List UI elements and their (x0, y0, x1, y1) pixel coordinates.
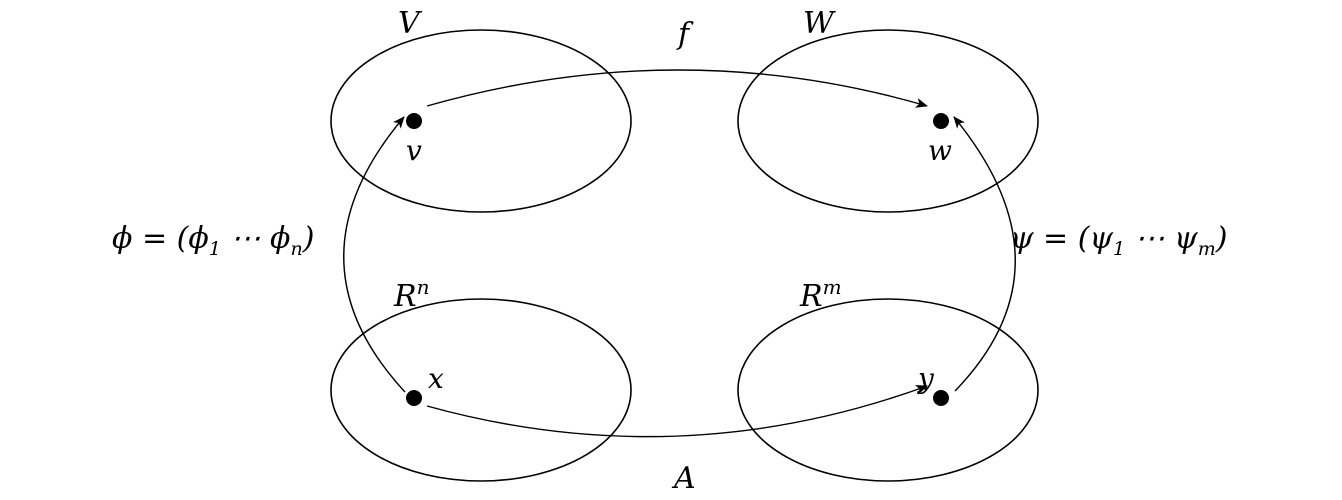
map-f-label: f (676, 17, 694, 52)
set-rn-exponent: n (417, 275, 430, 299)
set-w-ellipse (737, 29, 1039, 213)
psi-component-1: ψ (1089, 221, 1113, 256)
phi-subscript-1: 1 (209, 238, 221, 260)
arrow-a (426, 385, 928, 438)
set-v-label: V (398, 6, 423, 41)
phi-component-1: ϕ (188, 221, 208, 256)
psi-lhs: ψ = ( (1010, 221, 1091, 256)
map-a-label: A (671, 461, 696, 496)
set-rn-label: Rn (393, 275, 429, 314)
psi-subscript-m: m (1198, 238, 1216, 260)
set-rn-base: R (393, 279, 417, 314)
point-v-label: v (406, 134, 422, 167)
arrow-phi (343, 116, 406, 393)
point-w-dot (933, 113, 949, 129)
phi-lhs: ϕ = ( (112, 221, 190, 256)
map-psi-label: ψ = (ψ1 ⋯ ψm) (1010, 221, 1227, 260)
arrow-f (426, 69, 928, 108)
arrow-psi (953, 116, 1016, 392)
set-v-ellipse (330, 29, 632, 213)
set-rm-base: R (799, 279, 823, 314)
set-w-label: W (803, 6, 836, 41)
point-y-label: y (916, 362, 935, 395)
point-v-dot (406, 113, 422, 129)
point-x-label: x (428, 362, 444, 395)
phi-close: ) (302, 221, 315, 256)
phi-dots: ⋯ (221, 221, 270, 256)
phi-subscript-n: n (290, 238, 302, 260)
psi-dots: ⋯ (1125, 221, 1174, 256)
set-rm-exponent: m (823, 275, 842, 299)
point-y-dot (933, 390, 949, 406)
set-rm-ellipse (737, 298, 1039, 482)
psi-close: ) (1215, 221, 1228, 256)
point-w-label: w (928, 134, 952, 167)
phi-component-n: ϕ (270, 221, 290, 256)
map-phi-label: ϕ = (ϕ1 ⋯ ϕn) (112, 221, 314, 260)
set-rm-label: Rm (799, 275, 842, 314)
point-x-dot (406, 390, 422, 406)
psi-subscript-1: 1 (1113, 238, 1125, 260)
psi-component-m: ψ (1174, 221, 1198, 256)
set-rn-ellipse (330, 298, 632, 482)
